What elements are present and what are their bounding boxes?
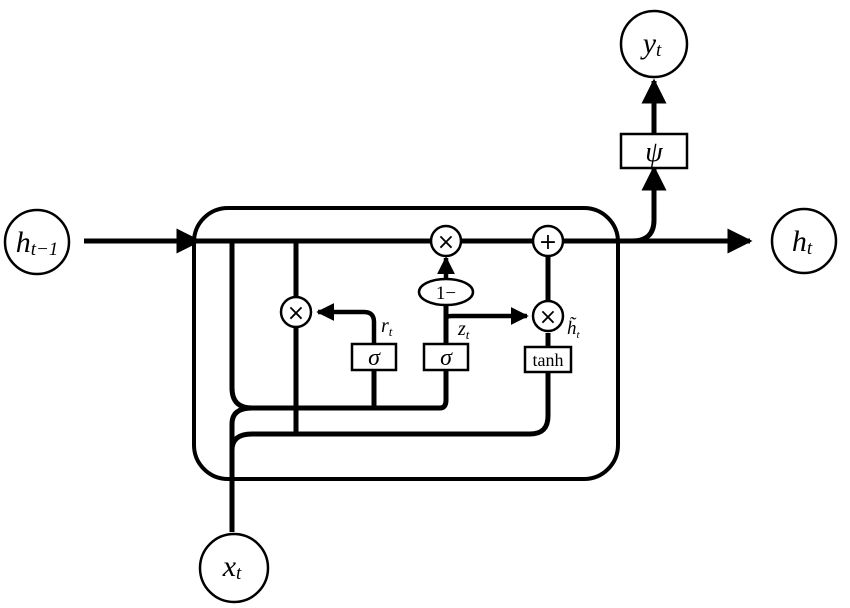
update-sigma-label: σ — [440, 345, 453, 371]
input-x-label: xt — [222, 550, 242, 584]
update-gate-label: zt — [457, 318, 470, 342]
reset-gate-label: rt — [381, 315, 393, 339]
one-minus-node — [417, 277, 475, 307]
candidate-multiply-symbol: × — [539, 305, 557, 330]
input-x-bus-lower — [229, 372, 551, 451]
output-y-label: yt — [640, 27, 662, 61]
candidate-multiply-node — [531, 299, 565, 333]
tanh-label: tanh — [533, 350, 564, 370]
add-symbol: + — [539, 230, 557, 255]
hidden-bus-corner — [229, 370, 449, 411]
psi-label: ψ — [645, 137, 663, 168]
reset-sigma-box — [350, 342, 398, 372]
reset-multiply-node — [279, 295, 313, 329]
update-multiply-node — [429, 224, 463, 258]
hidden-prev-node — [3, 208, 71, 276]
tanh-box — [523, 345, 573, 374]
reset-multiply-symbol: × — [287, 301, 305, 326]
reset-sigma-label: σ — [368, 345, 381, 371]
input-x-node — [198, 532, 270, 604]
one-minus-label: 1− — [436, 283, 456, 304]
output-y-node — [619, 9, 689, 79]
hidden-prev-label: ht−1 — [16, 226, 59, 260]
candidate-label: h̃t — [567, 317, 581, 341]
output-branch-line — [631, 165, 667, 244]
add-node — [531, 224, 565, 258]
hidden-out-label: ht — [792, 225, 813, 259]
input-x-line — [229, 405, 253, 532]
gru-cell-boundary — [192, 206, 620, 481]
update-gate-arrow — [443, 307, 529, 325]
hidden-out-node — [770, 207, 838, 275]
update-sigma-box — [422, 342, 470, 372]
update-multiply-symbol: × — [437, 230, 455, 255]
reset-gate-arrow — [316, 303, 377, 344]
psi-box — [619, 132, 689, 170]
